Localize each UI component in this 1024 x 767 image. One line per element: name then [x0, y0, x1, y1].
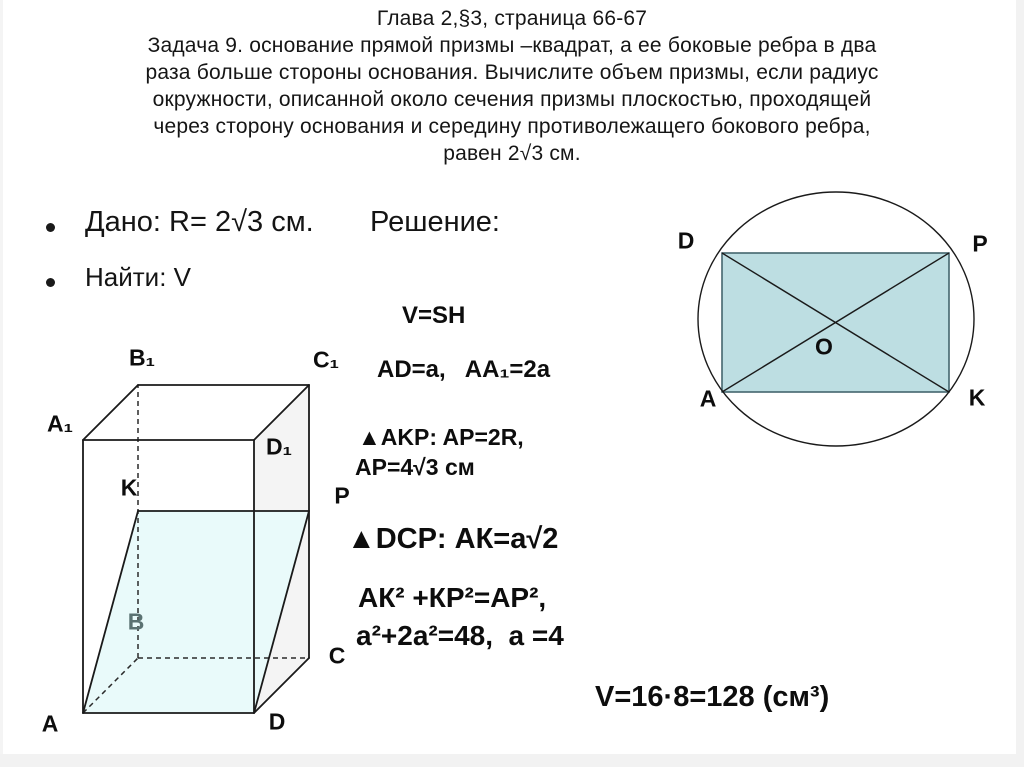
slide-right-edge	[1016, 0, 1024, 767]
title-line: раза больше стороны основания. Вычислите…	[145, 61, 879, 84]
formula-volume: V=SH	[402, 302, 466, 329]
slide-left-edge	[0, 0, 3, 767]
solution-heading: Решение:	[370, 206, 500, 238]
prism-label-c: C	[328, 642, 346, 669]
circle-rectangle-border	[721, 252, 950, 393]
formula-dimensions: AD=a, AA₁=2a	[377, 356, 551, 383]
formula-pythagoras: АК² +КР²=АР²,	[358, 582, 547, 613]
title-line: через сторону основания и середину проти…	[153, 115, 871, 138]
formula-triangle-akp: ▲AKP: AP=2R,	[358, 424, 524, 450]
circle-label-k: K	[968, 384, 986, 411]
formula-ap-value: AP=4√3 см	[355, 454, 475, 480]
circle-label-o: O	[815, 333, 833, 360]
given-text: Дано: R= 2√3 см.	[85, 206, 314, 238]
bullet-icon	[46, 278, 55, 287]
prism-label-d: D	[268, 708, 286, 735]
prism-hidden-edges	[82, 385, 309, 714]
prism-label-b1: B₁	[128, 344, 156, 371]
slide-bottom-edge	[0, 754, 1024, 767]
title-line: Глава 2,§3, страница 66-67	[376, 7, 648, 30]
prism-section-adpk	[83, 511, 309, 713]
formula-triangle-dcp: ▲DCP: АК=а√2	[347, 523, 559, 555]
prism-visible-edges	[82, 384, 310, 714]
find-text: Найти: V	[85, 262, 191, 292]
circle-label-a: A	[699, 385, 717, 412]
prism-label-a1: A₁	[46, 410, 74, 437]
prism-label-a: A	[41, 710, 59, 737]
prism-label-k: K	[120, 474, 138, 501]
prism-label-b: B	[127, 608, 145, 635]
circumscribed-circle	[697, 191, 975, 447]
problem-statement: Глава 2,§3, страница 66-67 Задача 9. осн…	[0, 5, 1024, 167]
prism-label-d1: D₁	[265, 433, 293, 460]
circle-label-p: P	[972, 230, 988, 257]
rectangle-diagonals	[721, 252, 950, 393]
prism-label-c1: C₁	[312, 346, 340, 373]
formula-solve-a: а²+2а²=48, а =4	[356, 620, 564, 651]
prism-label-p: P	[334, 482, 350, 509]
circle-label-d: D	[677, 227, 695, 254]
title-line: окружности, описанной около сечения приз…	[152, 88, 872, 111]
formula-result: V=16·8=128 (см³)	[595, 681, 830, 713]
title-line: равен 2√3 см.	[443, 142, 581, 165]
title-line: Задача 9. основание прямой призмы –квадр…	[147, 34, 877, 57]
bullet-icon	[46, 223, 55, 232]
